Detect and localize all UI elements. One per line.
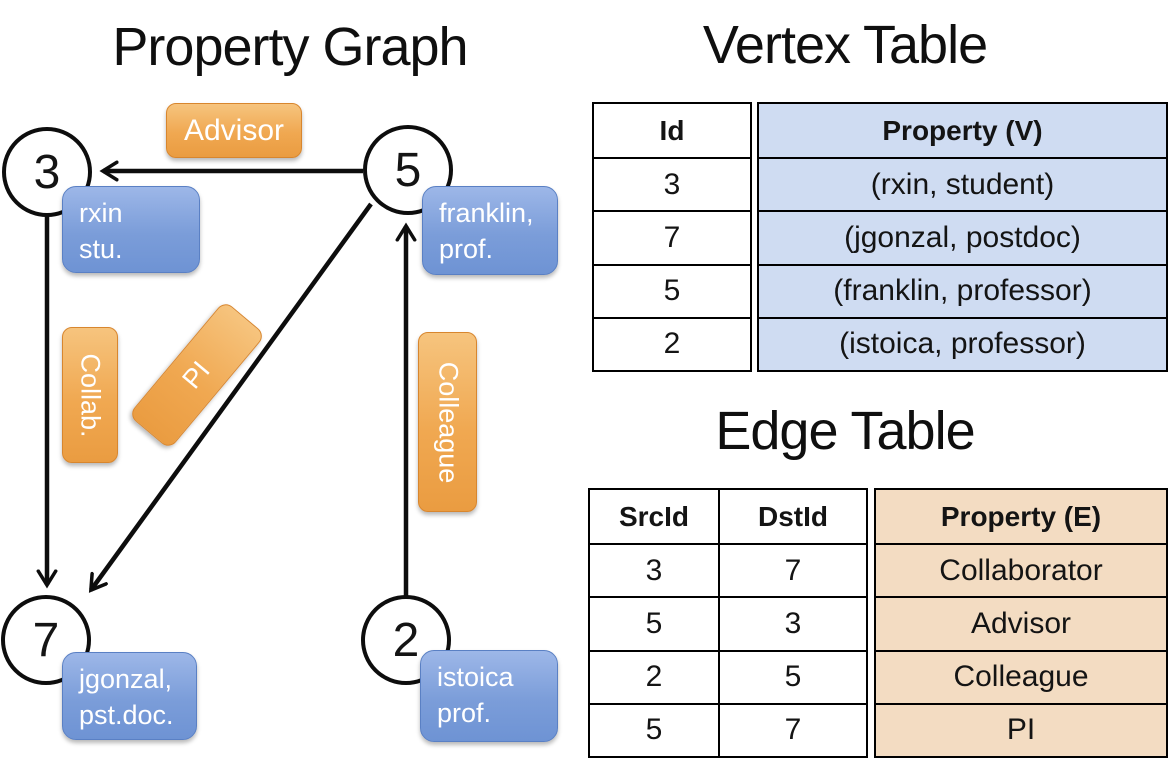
node-7-property-line2: pst.doc. [79, 700, 174, 731]
node-3-property-line1: rxin [79, 198, 123, 228]
node-3-property-box: rxin stu. [62, 186, 200, 273]
vertex-table-cell: (istoica, professor) [759, 318, 1166, 370]
vertex-table-property-column: Property (V) (rxin, student) (jgonzal, p… [757, 102, 1168, 372]
node-5-property-line1: franklin, [439, 198, 534, 228]
edge-label-collab: Collab. [62, 327, 118, 463]
edge-table-cell: Collaborator [876, 545, 1166, 597]
edge-table-cell: PI [876, 704, 1166, 756]
edge-table-header-property: Property (E) [876, 490, 1166, 544]
node-2-id: 2 [392, 613, 420, 667]
node-5-property-line2: prof. [439, 234, 494, 265]
edge-table-cell: 3 [784, 606, 802, 640]
edge-table-cell: 5 [784, 660, 802, 694]
vertex-table-cell: 3 [663, 167, 681, 201]
edge-table-cell: 2 [590, 651, 720, 703]
edge-table-cell: Colleague [876, 651, 1166, 703]
edge-table-title: Edge Table [715, 401, 975, 461]
node-2-property-box: istoica prof. [420, 650, 558, 742]
node-3-property-line2: stu. [79, 234, 123, 265]
node-5-id: 5 [394, 143, 422, 197]
vertex-table-header-id: Id [659, 114, 685, 146]
vertex-table-id-column: Id 3 7 5 2 [592, 102, 752, 372]
edge-table-cell: 3 [590, 545, 720, 597]
vertex-table-cell: (jgonzal, postdoc) [759, 212, 1166, 264]
node-2-property-line1: istoica [437, 662, 514, 692]
property-graph-title: Property Graph [112, 17, 468, 77]
vertex-table-cell: 2 [663, 327, 681, 361]
node-7-property-box: jgonzal, pst.doc. [62, 652, 197, 740]
node-7-id: 7 [32, 613, 60, 667]
edge-label-colleague-text: Colleague [433, 361, 463, 483]
vertex-table-cell: 5 [663, 274, 681, 308]
edge-label-collab-text: Collab. [75, 352, 106, 438]
graph-node-2: 2 [361, 595, 451, 685]
edge-table-cell: 7 [784, 553, 802, 587]
edge-table-cell: Advisor [876, 598, 1166, 650]
vertex-table-cell: (rxin, student) [759, 159, 1166, 211]
node-3-id: 3 [33, 145, 61, 199]
vertex-table-header-property: Property (V) [759, 104, 1166, 158]
edge-table-id-columns: SrcId DstId 3 7 5 3 2 5 5 7 [588, 488, 868, 758]
graph-edges-canvas [0, 0, 585, 596]
edge-table-cell: 7 [784, 713, 802, 747]
vertex-table-title: Vertex Table [702, 15, 988, 75]
edge-pi-5-to-7 [91, 202, 373, 590]
edge-label-advisor: Advisor [166, 103, 302, 158]
node-5-property-box: franklin, prof. [422, 186, 558, 275]
node-2-property-line2: prof. [437, 698, 492, 729]
edge-table-header-dstid: DstId [758, 500, 828, 532]
edge-table-property-column: Property (E) Collaborator Advisor Collea… [874, 488, 1168, 758]
edge-table-cell: 5 [590, 704, 720, 756]
vertex-table-cell: (franklin, professor) [759, 265, 1166, 317]
node-7-property-line1: jgonzal, [79, 664, 173, 694]
edge-table-cell: 5 [590, 598, 720, 650]
edge-table-header-srcid: SrcId [590, 490, 720, 544]
graph-node-5: 5 [363, 125, 453, 215]
vertex-table-cell: 7 [663, 220, 681, 254]
edge-label-colleague: Colleague [418, 332, 477, 512]
edge-label-pi-text: PI [176, 355, 217, 395]
